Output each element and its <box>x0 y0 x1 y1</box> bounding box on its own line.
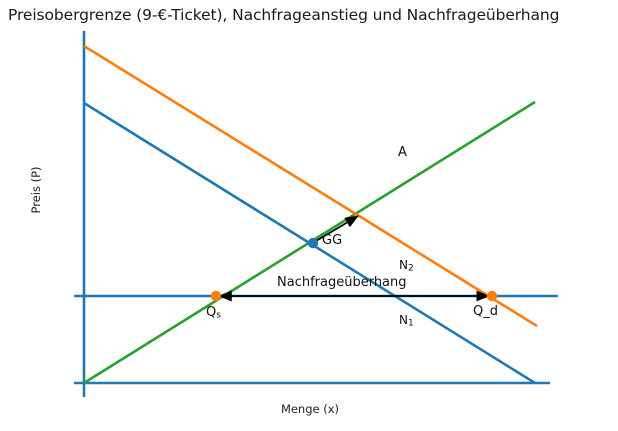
equilibrium-marker <box>307 237 319 249</box>
demand-increased-label-base: N <box>399 258 408 272</box>
demand-original-label-sub: 1 <box>407 318 414 329</box>
quantity-demanded-label: Q_d <box>473 304 498 319</box>
demand-original-label-base: N <box>399 313 408 327</box>
quantity-supplied-label: Qs <box>206 305 221 320</box>
demand-increased-label-sub: 2 <box>407 263 414 274</box>
demand-original-label: N1 <box>399 313 414 328</box>
quantity-supplied-label-sub: s <box>216 310 221 321</box>
quantity-supplied-marker <box>210 290 222 302</box>
equilibrium-label: GG <box>322 233 343 248</box>
demand-increased-line <box>83 44 538 328</box>
excess-demand-label: Nachfrageüberhang <box>277 275 407 290</box>
x-axis-label: Menge (x) <box>280 402 340 416</box>
demand-shift-arrow <box>315 215 359 242</box>
supply-curve-label: A <box>398 145 407 160</box>
quantity-supplied-label-base: Q <box>206 305 217 320</box>
quantity-demanded-marker <box>486 290 498 302</box>
chart-title: Preisobergrenze (9-€-Ticket), Nachfragea… <box>8 6 560 24</box>
demand-increased-label: N2 <box>399 258 414 273</box>
